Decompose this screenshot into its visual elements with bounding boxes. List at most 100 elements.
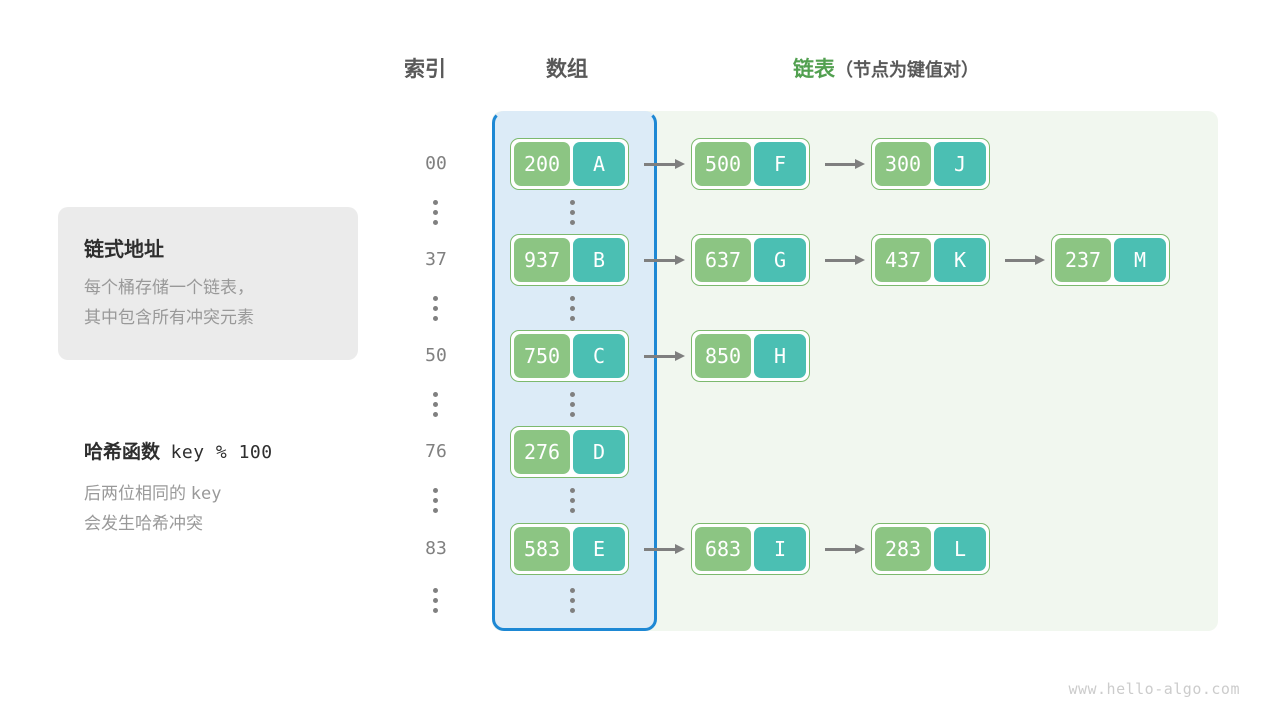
ellipsis-dot xyxy=(433,392,438,397)
ellipsis-dot xyxy=(433,508,438,513)
node-key: 583 xyxy=(514,527,570,571)
chain-arrow xyxy=(644,351,685,361)
ellipsis-dot xyxy=(570,316,575,321)
ellipsis-dot xyxy=(570,498,575,503)
arrow-shaft xyxy=(825,162,855,166)
ellipsis-dot xyxy=(570,412,575,417)
ellipsis-dot xyxy=(433,200,438,205)
ellipsis-dot xyxy=(433,306,438,311)
chain-arrow xyxy=(825,255,865,265)
ellipsis-dot xyxy=(433,210,438,215)
arrow-shaft xyxy=(644,162,675,166)
arrow-shaft xyxy=(644,547,675,551)
ellipsis-dot xyxy=(433,608,438,613)
node-value: K xyxy=(934,238,986,282)
node-key: 637 xyxy=(695,238,751,282)
ellipsis-dot xyxy=(433,598,438,603)
watermark: www.hello-algo.com xyxy=(1068,680,1240,698)
node-key: 683 xyxy=(695,527,751,571)
ellipsis-dot xyxy=(570,296,575,301)
info-card: 链式地址 每个桶存储一个链表， 其中包含所有冲突元素 xyxy=(58,207,358,360)
heading-linked-list: 链表（节点为键值对） xyxy=(793,53,979,83)
ellipsis-dot xyxy=(570,588,575,593)
heading-linked-list-accent: 链表 xyxy=(793,58,835,81)
chain-arrow xyxy=(644,544,685,554)
info-card-body: 每个桶存储一个链表， 其中包含所有冲突元素 xyxy=(84,278,254,327)
ellipsis-dot xyxy=(433,296,438,301)
ellipsis-dot xyxy=(570,306,575,311)
node-value: J xyxy=(934,142,986,186)
node-value: F xyxy=(754,142,806,186)
arrow-shaft xyxy=(825,258,855,262)
index-ellipsis-5 xyxy=(433,588,439,613)
hash-desc-key-token: key xyxy=(190,484,222,504)
node-key: 276 xyxy=(514,430,570,474)
node-key: 437 xyxy=(875,238,931,282)
chain-arrow xyxy=(644,255,685,265)
chain-arrow xyxy=(825,159,865,169)
hash-function-title: 哈希函数 key % 100 xyxy=(84,437,273,464)
info-card-title: 链式地址 xyxy=(84,239,164,261)
hash-desc-line1-prefix: 后两位相同的 xyxy=(84,484,191,503)
arrow-shaft xyxy=(644,258,675,262)
arrow-shaft xyxy=(644,354,675,358)
node-value: B xyxy=(573,238,625,282)
heading-array: 数组 xyxy=(546,58,588,81)
ellipsis-dot xyxy=(570,392,575,397)
node-value: H xyxy=(754,334,806,378)
arrow-head xyxy=(675,351,685,361)
node-key: 500 xyxy=(695,142,751,186)
index-label-83: 83 xyxy=(425,538,447,559)
ellipsis-dot xyxy=(433,412,438,417)
node-key: 237 xyxy=(1055,238,1111,282)
node-key: 200 xyxy=(514,142,570,186)
hash-desc-line2: 会发生哈希冲突 xyxy=(84,514,203,533)
ellipsis-dot xyxy=(570,402,575,407)
node-key: 300 xyxy=(875,142,931,186)
ellipsis-dot xyxy=(433,402,438,407)
hash-function-description: 后两位相同的 key 会发生哈希冲突 xyxy=(84,479,221,539)
node-value: G xyxy=(754,238,806,282)
index-ellipsis-2 xyxy=(433,296,439,321)
node-key: 750 xyxy=(514,334,570,378)
arrow-head xyxy=(675,544,685,554)
node-value: C xyxy=(573,334,625,378)
ellipsis-dot xyxy=(570,488,575,493)
node-key: 850 xyxy=(695,334,751,378)
node-value: M xyxy=(1114,238,1166,282)
arrow-head xyxy=(855,255,865,265)
node-value: D xyxy=(573,430,625,474)
node-value: E xyxy=(573,527,625,571)
ellipsis-dot xyxy=(433,220,438,225)
node-value: L xyxy=(934,527,986,571)
index-label-50: 50 xyxy=(425,345,447,366)
array-ellipsis-5 xyxy=(570,588,576,613)
ellipsis-dot xyxy=(433,498,438,503)
arrow-head xyxy=(675,255,685,265)
index-ellipsis-1 xyxy=(433,200,439,225)
arrow-head xyxy=(1035,255,1045,265)
index-ellipsis-4 xyxy=(433,488,439,513)
index-label-76: 76 xyxy=(425,441,447,462)
ellipsis-dot xyxy=(570,200,575,205)
ellipsis-dot xyxy=(570,598,575,603)
heading-linked-list-sub: （节点为键值对） xyxy=(835,60,979,80)
chain-arrow xyxy=(825,544,865,554)
ellipsis-dot xyxy=(433,488,438,493)
chain-arrow xyxy=(1005,255,1045,265)
arrow-head xyxy=(855,159,865,169)
array-ellipsis-3 xyxy=(570,392,576,417)
arrow-shaft xyxy=(825,547,855,551)
heading-index: 索引 xyxy=(404,58,446,81)
arrow-head xyxy=(675,159,685,169)
